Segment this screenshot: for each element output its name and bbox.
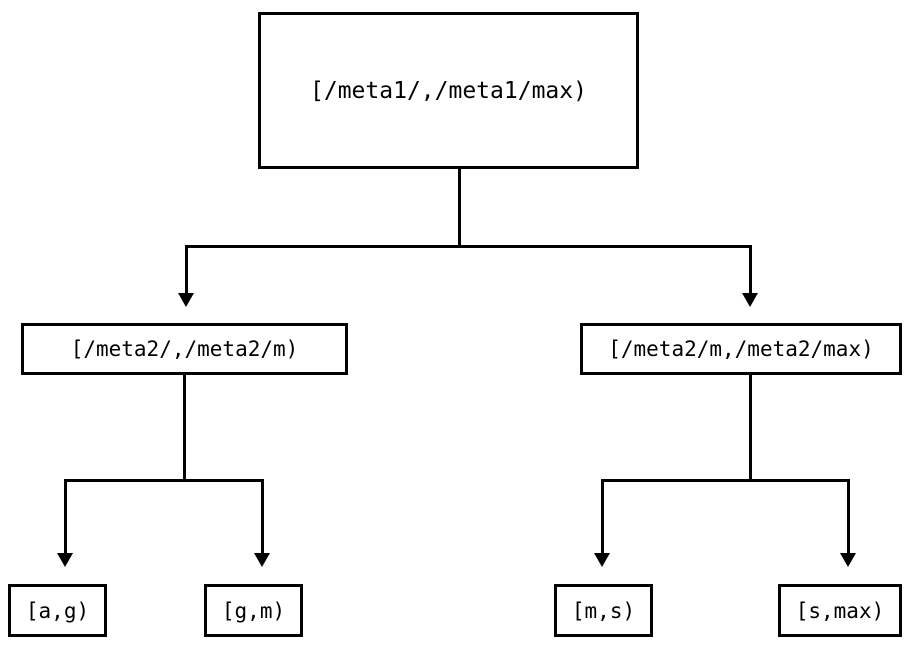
node-leaf-4[interactable]: [s,max) (778, 584, 902, 637)
arrowhead-down-icon-leaf-1 (57, 553, 73, 567)
node-leaf-4-label: [s,max) (795, 598, 885, 623)
arrowhead-down-icon-mid-right (742, 293, 758, 307)
edge-mid-right-stem (749, 374, 752, 482)
node-mid-left[interactable]: [/meta2/,/meta2/m) (21, 323, 348, 375)
edge-to-leaf-1-drop (64, 479, 67, 555)
edge-mid-left-stem (183, 374, 186, 482)
node-mid-right[interactable]: [/meta2/m,/meta2/max) (580, 323, 902, 375)
arrowhead-down-icon-leaf-4 (840, 553, 856, 567)
arrowhead-down-icon-mid-left (178, 293, 194, 307)
edge-root-to-mid-right-drop (749, 245, 752, 295)
edge-to-leaf-4-drop (847, 479, 850, 555)
arrowhead-down-icon-leaf-2 (254, 553, 270, 567)
node-root-label: [/meta1/,/meta1/max) (310, 77, 587, 104)
node-mid-left-label: [/meta2/,/meta2/m) (70, 337, 299, 361)
node-leaf-1-label: [a,g) (25, 598, 90, 623)
edge-mid-right-crossbar (601, 479, 850, 482)
edge-root-to-mid-left-drop (185, 245, 188, 295)
node-leaf-3-label: [m,s) (571, 598, 636, 623)
edge-root-stem (458, 169, 461, 247)
edge-to-leaf-2-drop (261, 479, 264, 555)
arrowhead-down-icon-leaf-3 (594, 553, 610, 567)
node-leaf-3[interactable]: [m,s) (554, 584, 653, 637)
node-leaf-2[interactable]: [g,m) (204, 584, 303, 637)
node-root[interactable]: [/meta1/,/meta1/max) (258, 12, 639, 169)
edge-to-leaf-3-drop (601, 479, 604, 555)
node-leaf-1[interactable]: [a,g) (8, 584, 107, 637)
edge-root-crossbar (185, 245, 752, 248)
node-leaf-2-label: [g,m) (221, 598, 286, 623)
node-mid-right-label: [/meta2/m,/meta2/max) (608, 337, 874, 361)
edge-mid-left-crossbar (64, 479, 264, 482)
